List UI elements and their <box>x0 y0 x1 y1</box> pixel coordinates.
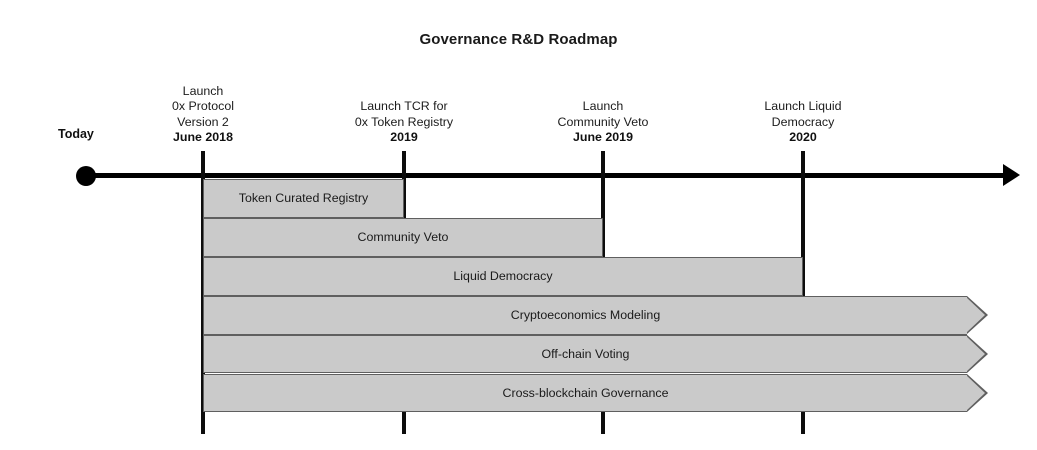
bar-cryptoeconomics-modeling[interactable]: Cryptoeconomics Modeling <box>203 295 967 335</box>
page-title: Governance R&D Roadmap <box>419 31 618 48</box>
bar-cross-blockchain-governance[interactable]: Cross-blockchain Governance <box>203 373 967 413</box>
milestone-label-line: Launch <box>582 99 624 114</box>
timeline-arrow-icon <box>1003 164 1020 186</box>
milestone-label-line: Version 2 <box>177 114 229 129</box>
bar-token-curated-registry[interactable]: Token Curated Registry <box>203 179 404 218</box>
axis-tick-2 <box>601 412 605 435</box>
milestone-label-line: 0x Token Registry <box>354 114 454 129</box>
bar-community-veto-label: Community Veto <box>357 230 449 245</box>
milestone-label-line: Launch <box>182 84 224 99</box>
milestone-community-veto-date: June 2019 <box>573 129 633 144</box>
bar-off-chain-voting[interactable]: Off-chain Voting <box>203 334 967 374</box>
milestone-tcr-0x-token-registry-date: 2019 <box>390 129 418 144</box>
bar-cross-blockchain-governance-arrow-tip-icon <box>966 374 985 411</box>
milestone-label-line: Community Veto <box>557 114 649 129</box>
milestone-0x-protocol-v2-date: June 2018 <box>173 129 233 144</box>
bar-cryptoeconomics-modeling-label: Cryptoeconomics Modeling <box>510 308 661 323</box>
milestone-liquid-democracy-date: 2020 <box>789 129 817 144</box>
bar-liquid-democracy-label: Liquid Democracy <box>453 269 553 284</box>
axis-tick-1 <box>402 412 406 435</box>
milestone-tcr-0x-token-registry-line <box>402 151 406 218</box>
bar-cross-blockchain-governance-label: Cross-blockchain Governance <box>502 385 669 400</box>
milestone-liquid-democracy-line <box>801 151 805 296</box>
axis-tick-0 <box>201 412 205 435</box>
bar-liquid-democracy[interactable]: Liquid Democracy <box>203 256 803 296</box>
axis-tick-3 <box>801 412 805 435</box>
timeline-axis <box>86 173 1011 178</box>
today-label: Today <box>58 127 94 141</box>
milestone-label-line: Launch TCR for <box>360 99 448 114</box>
bar-off-chain-voting-label: Off-chain Voting <box>541 347 630 362</box>
milestone-label-line: Launch Liquid <box>764 99 842 114</box>
milestone-label-line: Democracy <box>771 114 835 129</box>
bar-cryptoeconomics-modeling-arrow-tip-icon <box>966 297 985 334</box>
milestone-community-veto-line <box>601 151 605 257</box>
milestone-label-line: 0x Protocol <box>172 99 234 114</box>
bar-community-veto[interactable]: Community Veto <box>203 217 603 257</box>
bar-token-curated-registry-label: Token Curated Registry <box>238 191 369 206</box>
bar-off-chain-voting-arrow-tip-icon <box>966 336 985 372</box>
